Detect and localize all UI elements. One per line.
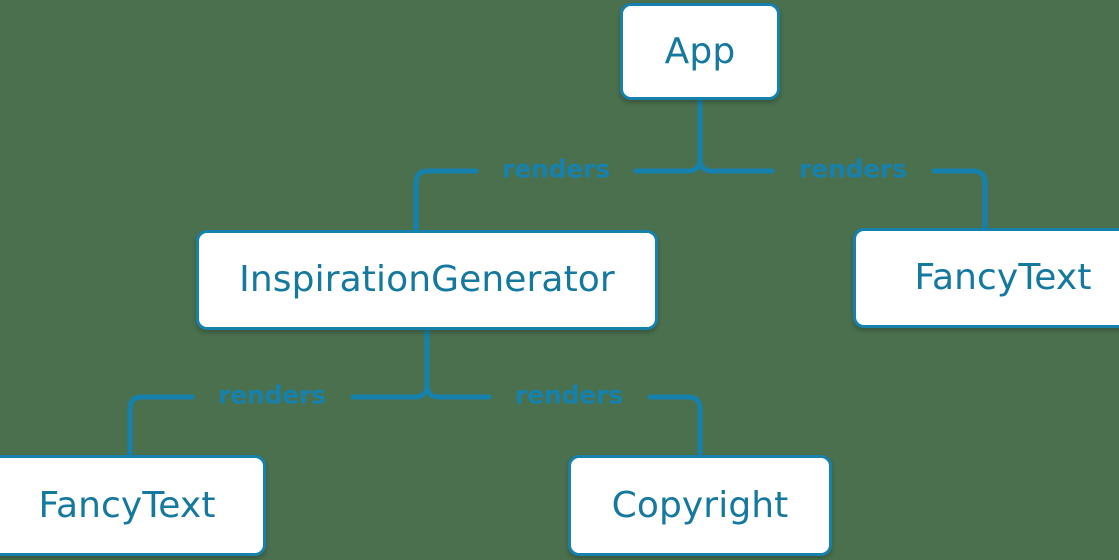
node-copyright[interactable]: Copyright [568, 455, 832, 556]
node-inspiration-generator-label: InspirationGenerator [239, 259, 615, 300]
edge-inspgen-fork-right [424, 382, 442, 400]
node-fancytext-right[interactable]: FancyText [853, 228, 1119, 328]
edge-label-inspiration-generator-to-fancytext: renders [218, 380, 326, 410]
edge-label-app-to-fancytext: renders [799, 154, 907, 184]
edge-app-right-elbow [970, 168, 988, 231]
node-inspiration-generator[interactable]: InspirationGenerator [196, 230, 658, 330]
edge-inspgen-fork-left [412, 382, 430, 400]
edge-app-fork-left [685, 156, 703, 174]
edge-label-inspiration-generator-to-copyright: renders [515, 380, 623, 410]
node-copyright-label: Copyright [611, 484, 789, 526]
node-fancytext-right-label: FancyText [914, 257, 1092, 298]
node-fancytext-bottom-left-label: FancyText [38, 484, 216, 526]
edge-inspgen-right-elbow [685, 394, 703, 458]
node-app[interactable]: App [620, 3, 780, 100]
edge-app-fork-right [697, 156, 715, 174]
node-fancytext-bottom-left[interactable]: FancyText [0, 455, 266, 556]
edge-app-left-elbow [413, 168, 431, 233]
node-app-label: App [664, 30, 736, 72]
edge-label-app-to-inspiration-generator: renders [502, 154, 610, 184]
edge-inspgen-left-elbow [127, 394, 145, 458]
